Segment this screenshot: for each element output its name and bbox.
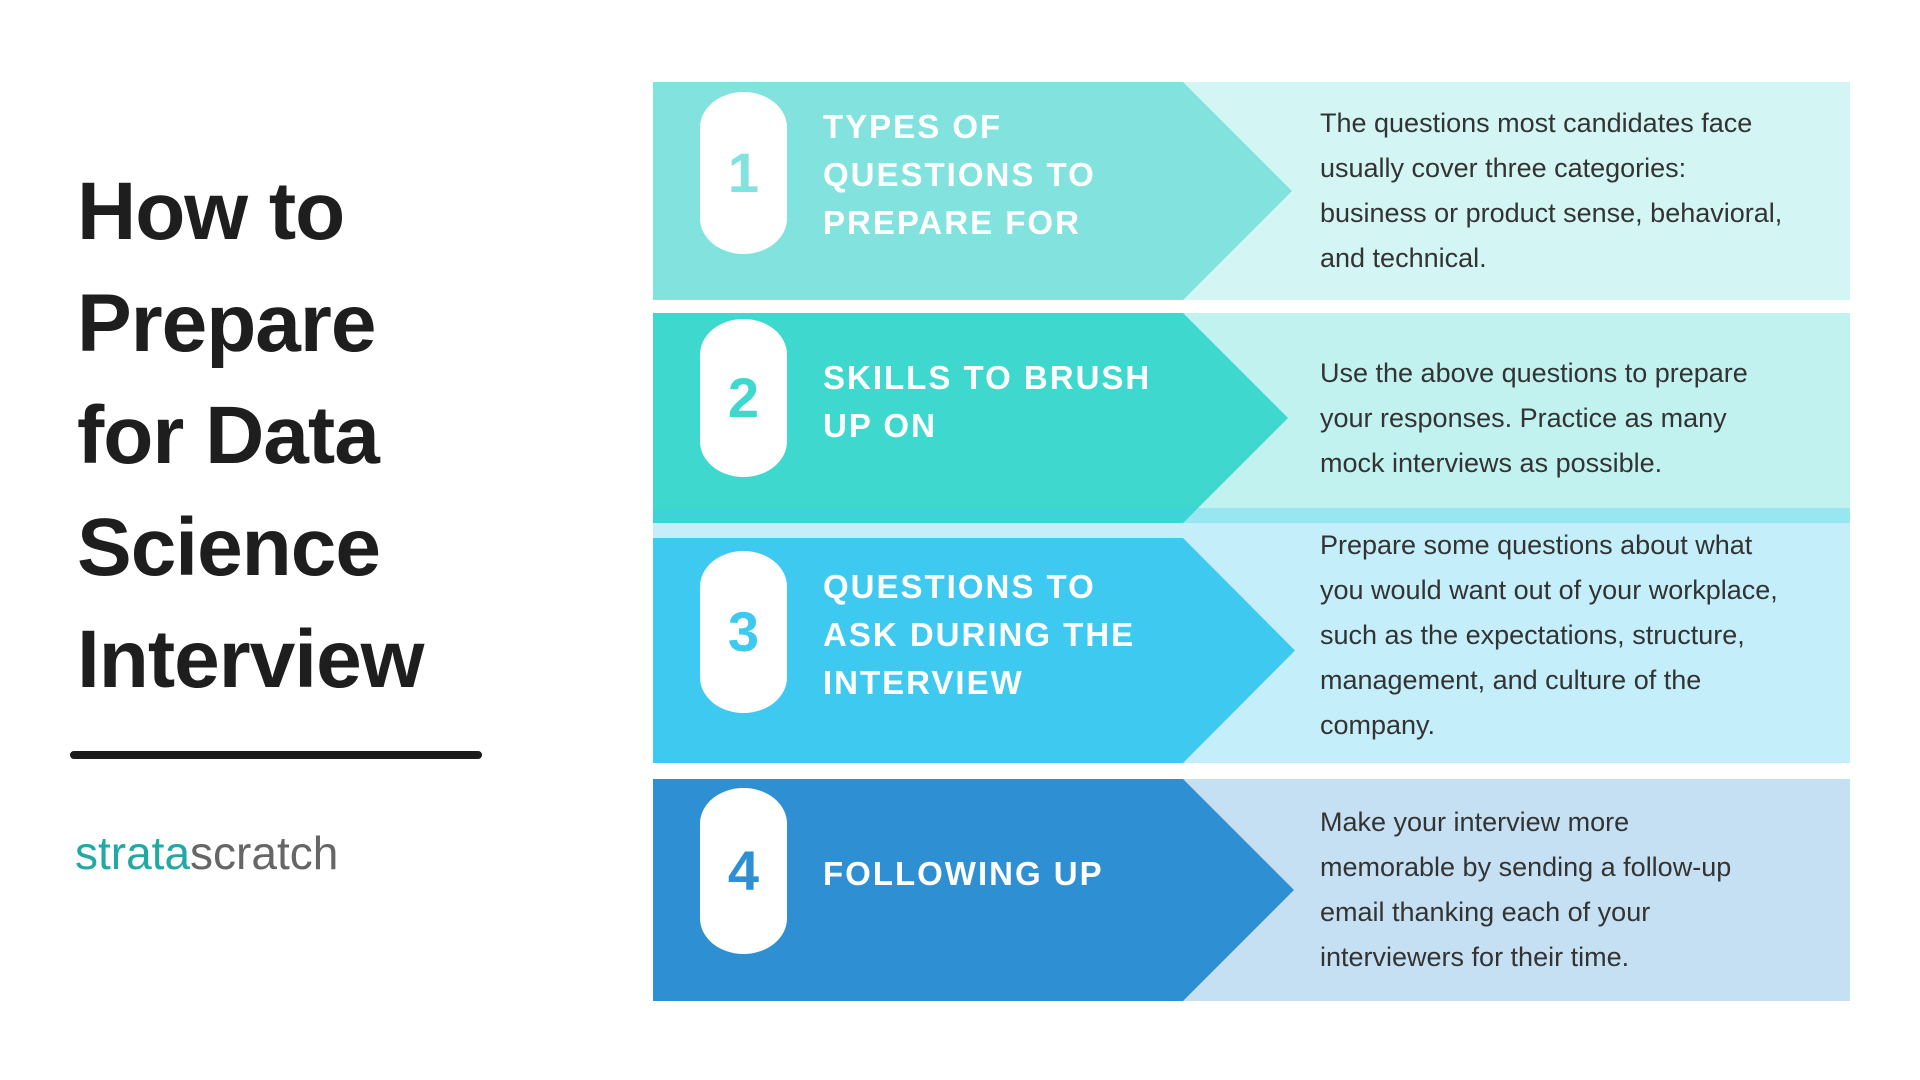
brand-logo-part2: scratch (190, 827, 339, 879)
step-1-description: The questions most candidates face usual… (1320, 108, 1783, 273)
step-1-heading: TYPES OF QUESTIONS TO PREPARE FOR (823, 108, 1096, 241)
step-1-number-badge: 1 (700, 92, 787, 254)
step-2-description: Use the above questions to prepare your … (1320, 357, 1748, 478)
step-4-number-badge: 4 (700, 788, 787, 954)
step-2-number: 2 (727, 366, 760, 429)
step-1-number: 1 (727, 141, 760, 204)
brand-logo: stratascratch (75, 826, 338, 880)
step-3-heading: QUESTIONS TO ASK DURING THE INTERVIEW (823, 567, 1136, 701)
title-divider (70, 751, 482, 759)
page-title: How to Prepare for Data Science Intervie… (77, 166, 424, 705)
step-3-description: Prepare some questions about what you wo… (1320, 530, 1778, 740)
step-4-description: Make your interview more memorable by se… (1320, 807, 1732, 972)
step-2-heading: SKILLS TO BRUSH UP ON (823, 359, 1152, 444)
step-3-number: 3 (727, 600, 760, 663)
step-4-heading: FOLLOWING UP (823, 855, 1104, 892)
step-4-number: 4 (727, 839, 760, 902)
step-3-number-badge: 3 (700, 551, 787, 713)
brand-logo-part1: strata (75, 827, 191, 879)
step-2-number-badge: 2 (700, 319, 787, 477)
